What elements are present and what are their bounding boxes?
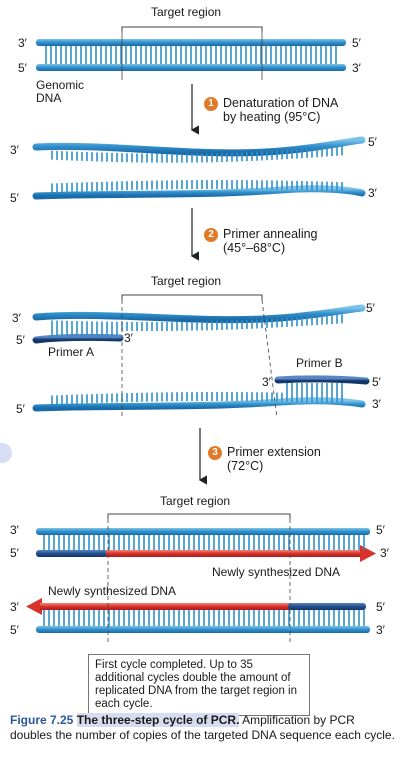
- genomic-dna-label: Genomic DNA: [36, 78, 85, 105]
- end-label-3prime-8: 3′: [372, 397, 381, 411]
- newly-synthesized-label-2: Newly synthesized DNA: [48, 584, 177, 598]
- target-bracket-1: [121, 26, 263, 32]
- end-label-3prime-1: 3′: [18, 36, 27, 50]
- stage2-ssdna: [32, 136, 366, 200]
- end-label-3prime-10: 3′: [380, 546, 389, 560]
- step-2: 2 Primer annealing (45°–68°C): [204, 227, 318, 255]
- end-label-3prime-12: 3′: [376, 623, 385, 637]
- step-3-text: Primer extension (72°C): [227, 445, 321, 473]
- end-label-3prime-6: 3′: [124, 331, 133, 345]
- stage4-new-strand-1-arrowhead: [360, 545, 376, 562]
- stage3-top-strand: [32, 304, 366, 324]
- caption-number: Figure 7.25: [10, 713, 74, 727]
- target-edge-2b: [261, 299, 278, 419]
- stage4-base-pairs: [43, 535, 365, 626]
- end-label-5prime-1: 5′: [352, 36, 361, 50]
- end-label-3prime-4: 3′: [368, 186, 377, 200]
- stage1-top-strand: [36, 39, 346, 46]
- end-label-5prime-8: 5′: [16, 402, 25, 416]
- end-label-5prime-12: 5′: [10, 623, 19, 637]
- stage4-extension: [26, 513, 376, 645]
- newly-synthesized-label-1: Newly synthesized DNA: [212, 565, 341, 579]
- primer-b-label: Primer B: [296, 356, 343, 370]
- end-label-5prime-10: 5′: [10, 546, 19, 560]
- figure-caption: Figure 7.25 The three-step cycle of PCR.…: [10, 713, 400, 743]
- end-label-3prime-2: 3′: [352, 61, 361, 75]
- stage4-primer-b: [288, 603, 366, 610]
- step-1: 1 Denaturation of DNA by heating (95°C): [204, 96, 338, 124]
- stage1-base-pairs: [45, 46, 337, 64]
- end-label-5prime-4: 5′: [10, 191, 19, 205]
- end-label-5prime-6: 5′: [16, 333, 25, 347]
- end-label-3prime-7: 3′: [262, 375, 271, 389]
- stage1-dsdna: [36, 26, 346, 80]
- page-tab-marker: [0, 443, 12, 463]
- primer-a: [32, 333, 124, 344]
- stage4-new-strand-1: [106, 550, 362, 557]
- stage2-bases: [51, 146, 343, 193]
- stage1-bottom-strand: [36, 64, 346, 71]
- step-1-badge: 1: [204, 97, 218, 111]
- stage2-top-strand: [32, 136, 366, 157]
- stage4-new-strand-2-arrowhead: [26, 598, 42, 615]
- target-region-label-1: Target region: [151, 5, 222, 19]
- caption-text: Amplification by PCR doubles the number …: [10, 713, 395, 742]
- end-label-5prime-7: 5′: [372, 375, 381, 389]
- cycle-note: First cycle completed. Up to 35 addition…: [88, 654, 310, 716]
- end-label-3prime-9: 3′: [10, 523, 19, 537]
- stage4-template-bottom: [36, 626, 370, 633]
- stage2-bottom-strand: [32, 185, 366, 200]
- primer-a-label: Primer A: [48, 345, 95, 359]
- stage3-annealing: [32, 294, 370, 419]
- step-2-badge: 2: [204, 228, 218, 242]
- primer-b: [274, 375, 370, 385]
- stage3-bases: [51, 314, 343, 405]
- end-label-3prime-11: 3′: [10, 600, 19, 614]
- stage4-new-strand-2: [40, 603, 290, 610]
- stage3-bottom-strand: [32, 397, 366, 412]
- end-label-5prime-3: 5′: [368, 135, 377, 149]
- target-bracket-3: [107, 513, 291, 519]
- target-region-label-2: Target region: [151, 274, 222, 288]
- end-label-5prime-2: 5′: [18, 61, 27, 75]
- stage4-primer-a: [36, 550, 108, 557]
- end-label-5prime-5: 5′: [366, 301, 375, 315]
- end-label-5prime-11: 5′: [376, 600, 385, 614]
- target-bracket-2: [121, 294, 263, 300]
- end-label-3prime-5: 3′: [12, 311, 21, 325]
- stage4-template-top: [36, 528, 370, 535]
- step-1-text: Denaturation of DNA by heating (95°C): [223, 96, 339, 124]
- target-region-label-3: Target region: [160, 494, 231, 508]
- caption-title: The three-step cycle of PCR.: [76, 713, 240, 727]
- step-3: 3 Primer extension (72°C): [208, 445, 321, 473]
- step-2-text: Primer annealing (45°–68°C): [223, 227, 318, 255]
- end-label-3prime-3: 3′: [10, 143, 19, 157]
- end-label-5prime-9: 5′: [376, 523, 385, 537]
- step-3-badge: 3: [208, 446, 222, 460]
